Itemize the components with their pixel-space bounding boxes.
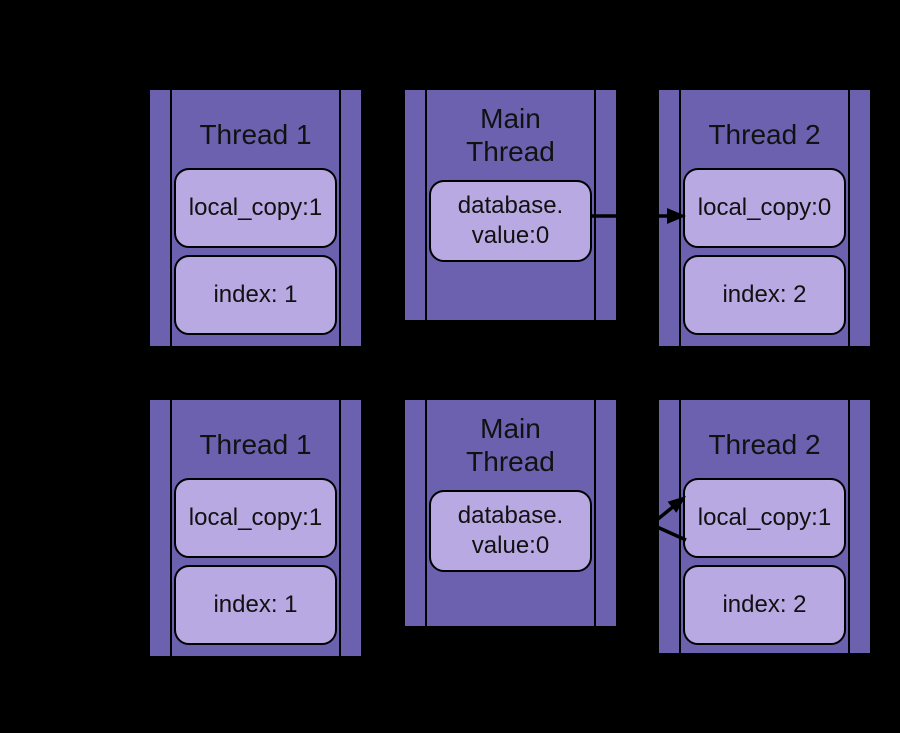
swimlane-rail-divider	[339, 90, 341, 346]
cell-local-copy: local_copy:1	[683, 478, 846, 558]
cell-local-copy: local_copy:1	[174, 168, 337, 248]
swimlane-rail-divider	[848, 400, 850, 653]
swimlane-rail-divider	[848, 90, 850, 346]
panel-title: Thread 2	[708, 429, 821, 460]
panel-title: Main Thread	[466, 103, 555, 167]
panel-title: Thread 2	[708, 119, 821, 150]
panel-title: Main Thread	[466, 413, 555, 477]
panel-title: Thread 1	[199, 429, 312, 460]
cell-local-copy: local_copy:0	[683, 168, 846, 248]
swimlane-rail-divider	[594, 90, 596, 320]
swimlane-rail-divider	[594, 400, 596, 626]
swimlane-rail-divider	[170, 90, 172, 346]
swimlane-thread1-row2: Thread 1 local_copy:1 index: 1	[148, 398, 363, 658]
swimlane-rail-divider	[425, 400, 427, 626]
swimlane-main-thread-row2: Main Thread database. value:0	[403, 398, 618, 628]
swimlane-rail-divider	[425, 90, 427, 320]
swimlane-thread2-row1: Thread 2 local_copy:0 index: 2	[657, 88, 872, 348]
swimlane-thread1-row1: Thread 1 local_copy:1 index: 1	[148, 88, 363, 348]
cell-index: index: 2	[683, 565, 846, 645]
cell-database-value: database. value:0	[429, 490, 592, 572]
panel-title: Thread 1	[199, 119, 312, 150]
swimlane-rail-divider	[339, 400, 341, 656]
cell-index: index: 1	[174, 255, 337, 335]
swimlane-main-thread-row1: Main Thread database. value:0	[403, 88, 618, 322]
cell-index: index: 1	[174, 565, 337, 645]
cell-local-copy: local_copy:1	[174, 478, 337, 558]
swimlane-rail-divider	[170, 400, 172, 656]
cell-index: index: 2	[683, 255, 846, 335]
cell-database-value: database. value:0	[429, 180, 592, 262]
swimlane-thread2-row2: Thread 2 local_copy:1 index: 2	[657, 398, 872, 655]
